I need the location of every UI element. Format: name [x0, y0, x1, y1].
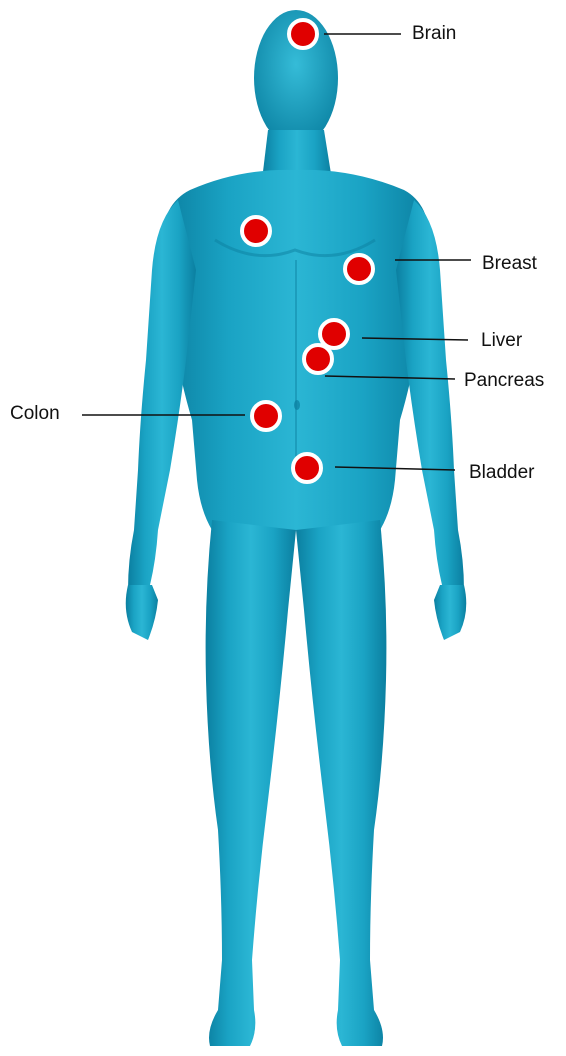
marker-pancreas	[304, 345, 332, 373]
marker-lung	[242, 217, 270, 245]
navel	[294, 400, 300, 410]
body-silhouette	[126, 10, 467, 1046]
label-bladder: Bladder	[469, 462, 535, 484]
left-leg	[206, 520, 296, 1046]
right-hand	[434, 585, 466, 640]
left-hand	[126, 585, 158, 640]
marker-colon	[252, 402, 280, 430]
label-pancreas: Pancreas	[464, 370, 544, 392]
marker-breast	[345, 255, 373, 283]
right-leg	[296, 520, 386, 1046]
marker-bladder	[293, 454, 321, 482]
marker-liver	[320, 320, 348, 348]
label-colon: Colon	[10, 403, 60, 425]
label-brain: Brain	[412, 23, 456, 45]
label-breast: Breast	[482, 253, 537, 275]
left-arm	[128, 200, 196, 600]
label-liver: Liver	[481, 330, 522, 352]
marker-brain	[289, 20, 317, 48]
